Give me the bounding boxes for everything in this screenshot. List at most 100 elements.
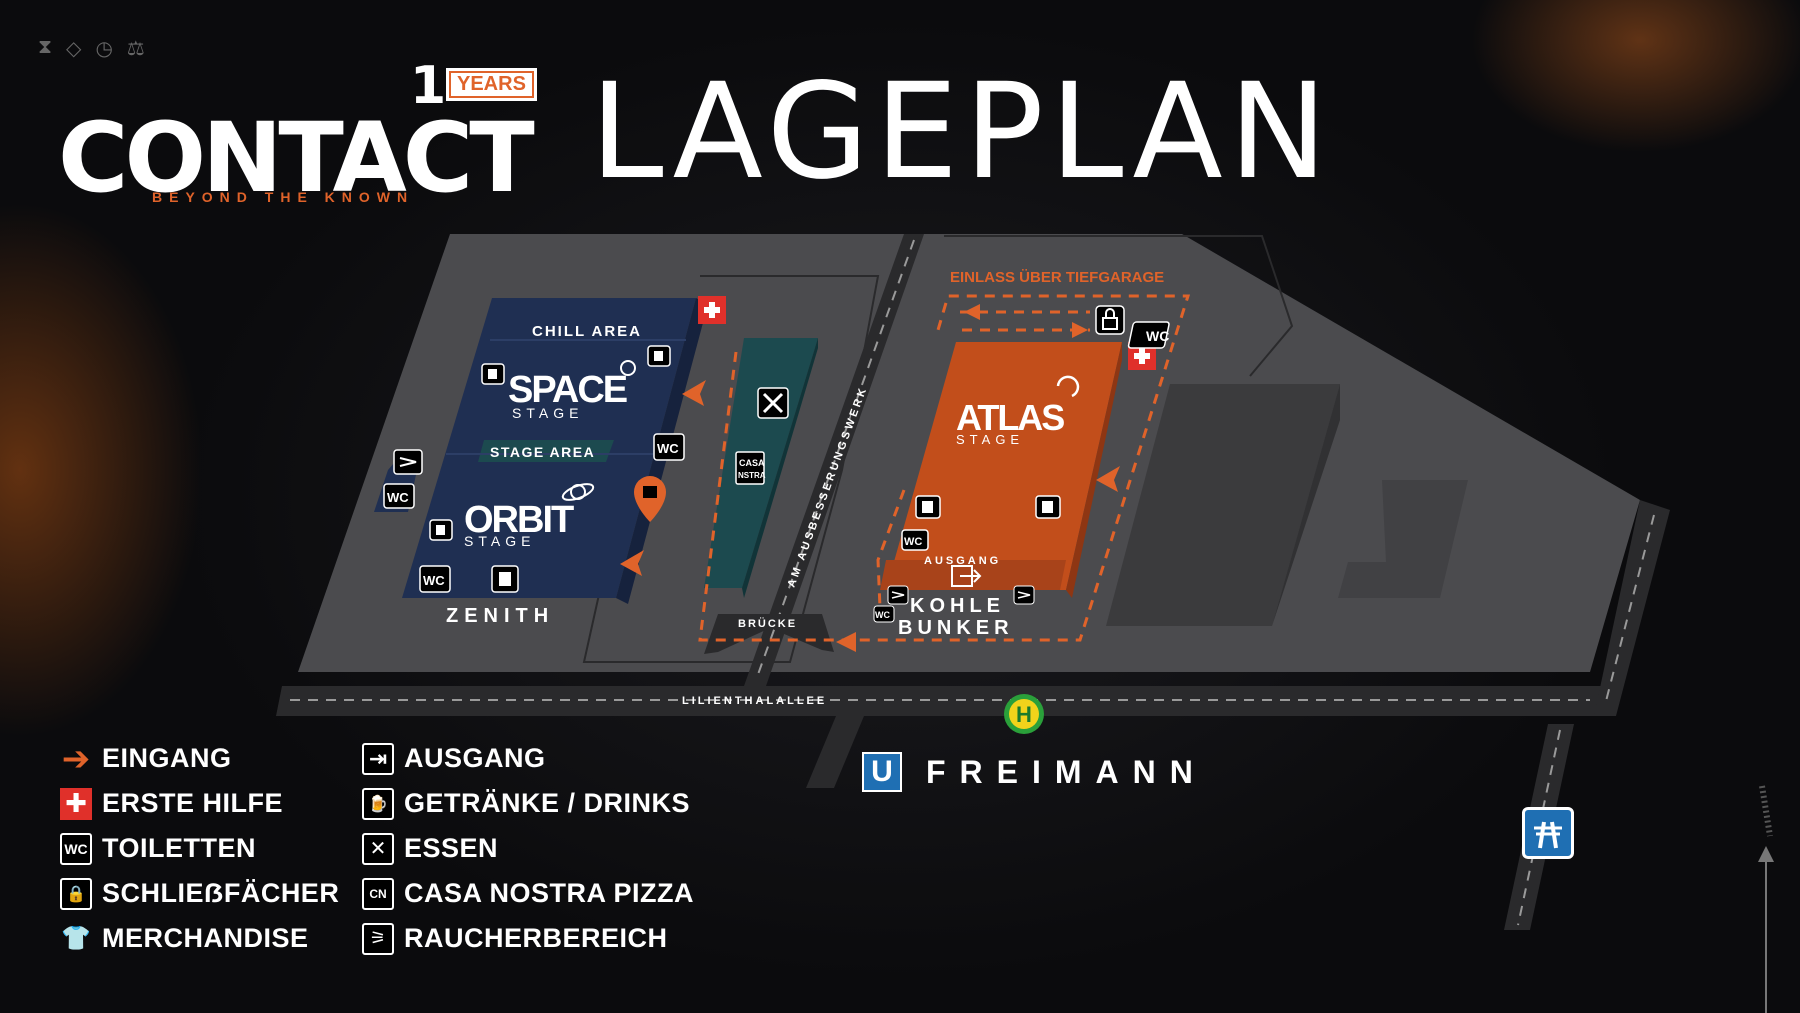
svg-text:H: H	[1016, 702, 1032, 727]
logo-years-number: 1	[410, 56, 447, 116]
tagline: BEYOND THE KNOWN	[152, 189, 415, 205]
casa-nostra-pizza-icon: CASA NSTRA	[735, 451, 766, 485]
entrance-arrow-icon	[964, 304, 980, 320]
legend-item-ausgang: ⇥ AUSGANG	[362, 736, 694, 781]
top-symbols: ⧗ ◇ ◷ ⚖	[38, 36, 145, 61]
road-right-curve	[1594, 500, 1670, 716]
orbit-stage-sub: STAGE	[464, 533, 535, 549]
legend-label: RAUCHERBEREICH	[404, 923, 668, 953]
road-south	[806, 716, 864, 788]
exit-icon	[951, 565, 982, 587]
legend-item-casa-nostra: CN CASA NOSTRA PIZZA	[362, 871, 694, 916]
bus-stop-icon: H	[1004, 694, 1044, 734]
entrance-arrow-icon: ➔	[61, 739, 91, 778]
entrance-route	[698, 294, 1191, 642]
svg-text:WC: WC	[875, 610, 890, 620]
food-cutlery-icon: ✕	[362, 832, 394, 865]
merch-shirt-icon	[634, 476, 666, 522]
svg-text:CASA: CASA	[739, 458, 765, 468]
legend-label: ERSTE HILFE	[102, 788, 284, 818]
legend-label: EINGANG	[102, 743, 232, 773]
space-stage-sub: STAGE	[512, 405, 583, 421]
svg-text:WC: WC	[387, 490, 409, 505]
drinks-icon	[1035, 495, 1061, 519]
toilet-icon: WC	[60, 832, 92, 865]
legend-label: SCHLIEẞFÄCHER	[102, 878, 340, 908]
legend-item-eingang: ➔ EINGANG	[60, 736, 339, 781]
drinks-icon: 🍺	[362, 787, 394, 820]
smoking-area-icon	[1013, 585, 1035, 605]
smoking-area-icon: ⚞	[362, 922, 394, 955]
legend-left: ➔ EINGANG ✚ ERSTE HILFE WC TOILETTEN 🔒 S…	[60, 736, 339, 961]
merch-shirt-icon: 👕	[61, 925, 91, 952]
space-sun-icon	[620, 360, 636, 376]
atlas-stage-label: ATLAS	[956, 397, 1064, 438]
legend-label: MERCHANDISE	[102, 923, 309, 953]
legend-item-erste-hilfe: ✚ ERSTE HILFE	[60, 781, 339, 826]
ubahn-icon: U	[862, 752, 902, 792]
entrance-arrow-icon	[682, 380, 706, 406]
drinks-icon	[491, 565, 519, 593]
svg-text:WC: WC	[904, 536, 922, 548]
logo-word: CONTACT	[58, 102, 535, 214]
gray-building	[1106, 384, 1340, 626]
atlas-building	[886, 342, 1122, 590]
legend-item-getraenke: 🍺 GETRÄNKE / DRINKS	[362, 781, 694, 826]
ausgang-label: AUSGANG	[924, 555, 1001, 567]
food-cutlery-icon	[757, 387, 789, 419]
toilet-icon: WC	[901, 529, 929, 551]
entrance-arrow-icon	[836, 632, 856, 652]
zenith-label: ZENITH	[446, 605, 554, 627]
station-name: FREIMANN	[926, 753, 1207, 790]
page-title: LAGEPLAN	[590, 55, 1334, 209]
toilet-icon: WC	[653, 433, 685, 461]
space-stage-label: SPACE	[508, 369, 627, 411]
entrance-arrows	[620, 304, 1120, 652]
entrance-arrow-icon	[1096, 466, 1120, 492]
svg-text:WC: WC	[1146, 328, 1169, 344]
hourglass-icon: ⧗	[38, 36, 53, 58]
locker-icon	[1095, 305, 1125, 335]
atlas-stage-sub: STAGE	[956, 432, 1024, 447]
stage-area-label: STAGE AREA	[490, 444, 595, 460]
legend-item-raucherbereich: ⚞ RAUCHERBEREICH	[362, 916, 694, 961]
entrance-banner: EINLASS ÜBER TIEFGARAGE	[950, 269, 1164, 286]
logo-years-label: YEARS	[446, 68, 537, 101]
first-aid-icon: ✚	[60, 787, 92, 820]
locker-icon: 🔒	[60, 877, 92, 910]
diamond-icon: ◇	[66, 38, 82, 60]
north-arrow-icon	[1758, 785, 1774, 1013]
legend-label: GETRÄNKE / DRINKS	[404, 788, 691, 818]
svg-text:NSTRA: NSTRA	[738, 471, 766, 480]
legend-label: CASA NOSTRA PIZZA	[404, 878, 694, 908]
legend-item-essen: ✕ ESSEN	[362, 826, 694, 871]
casa-nostra-pizza-icon: CN	[362, 877, 394, 910]
smoking-area-icon	[393, 449, 423, 475]
bunker-label: BUNKER	[898, 617, 1014, 639]
svg-text:WC: WC	[657, 441, 679, 456]
atlas-rotate-icon	[1056, 375, 1080, 398]
circle-icon: ◷	[95, 38, 113, 60]
entrance-arrow-icon	[1072, 322, 1088, 338]
legend-label: TOILETTEN	[102, 833, 257, 863]
station-freimann: U FREIMANN	[862, 752, 1207, 792]
orbit-planet-icon	[561, 483, 595, 501]
scale-icon: ⚖	[126, 38, 145, 60]
legend-item-toiletten: WC TOILETTEN	[60, 826, 339, 871]
legend-item-merchandise: 👕 MERCHANDISE	[60, 916, 339, 961]
legend-item-schliessfaecher: 🔒 SCHLIEẞFÄCHER	[60, 871, 339, 916]
first-aid-icon	[698, 296, 726, 324]
legend-label: AUSGANG	[404, 743, 546, 773]
toilet-icon: WC	[419, 565, 451, 593]
drinks-icon	[481, 363, 505, 385]
chill-area-label: CHILL AREA	[532, 323, 642, 340]
stage-area-band	[478, 440, 614, 462]
orbit-stage-label: ORBIT	[464, 499, 574, 541]
street-lilienthalallee: LILIENTHALALLEE	[682, 695, 827, 707]
smoking-area-icon	[887, 585, 909, 605]
kohle-label: KOHLE	[910, 595, 1005, 617]
autobahn-icon	[1522, 807, 1574, 859]
exit-icon: ⇥	[362, 742, 394, 775]
logo-years-badge: 1 YEARS	[410, 56, 550, 116]
